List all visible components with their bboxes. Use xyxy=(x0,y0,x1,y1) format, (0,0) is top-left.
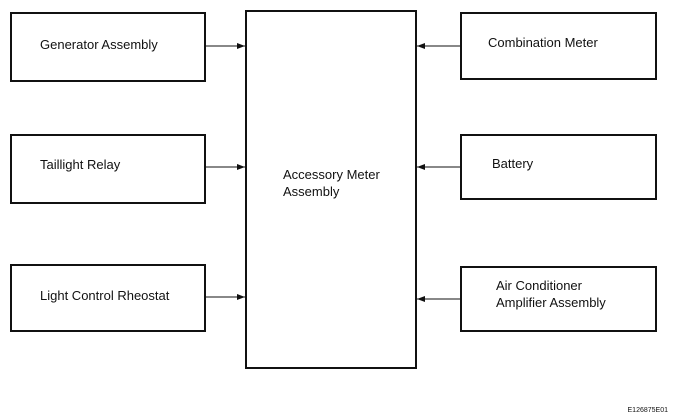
generator-assembly-box: Generator Assembly xyxy=(10,12,206,82)
taillight-relay-label: Taillight Relay xyxy=(40,157,121,172)
generator-assembly-label: Generator Assembly xyxy=(40,37,158,52)
combination-meter-box: Combination Meter xyxy=(460,12,657,80)
light-control-rheostat-box: Light Control Rheostat xyxy=(10,264,206,332)
air-conditioner-amplifier-assembly-label: Air Conditioner Amplifier Assembly xyxy=(496,278,606,310)
combination-meter-label: Combination Meter xyxy=(488,35,598,50)
light-control-rheostat-label: Light Control Rheostat xyxy=(40,288,170,303)
taillight-relay-box: Taillight Relay xyxy=(10,134,206,204)
air-conditioner-amplifier-assembly-box: Air Conditioner Amplifier Assembly xyxy=(460,266,657,332)
figure-id: E126875E01 xyxy=(627,407,668,414)
battery-box: Battery xyxy=(460,134,657,200)
accessory-meter-assembly-box: Accessory Meter Assembly xyxy=(245,10,417,369)
battery-label: Battery xyxy=(492,156,534,171)
accessory-meter-assembly-label: Accessory Meter Assembly xyxy=(283,167,380,199)
